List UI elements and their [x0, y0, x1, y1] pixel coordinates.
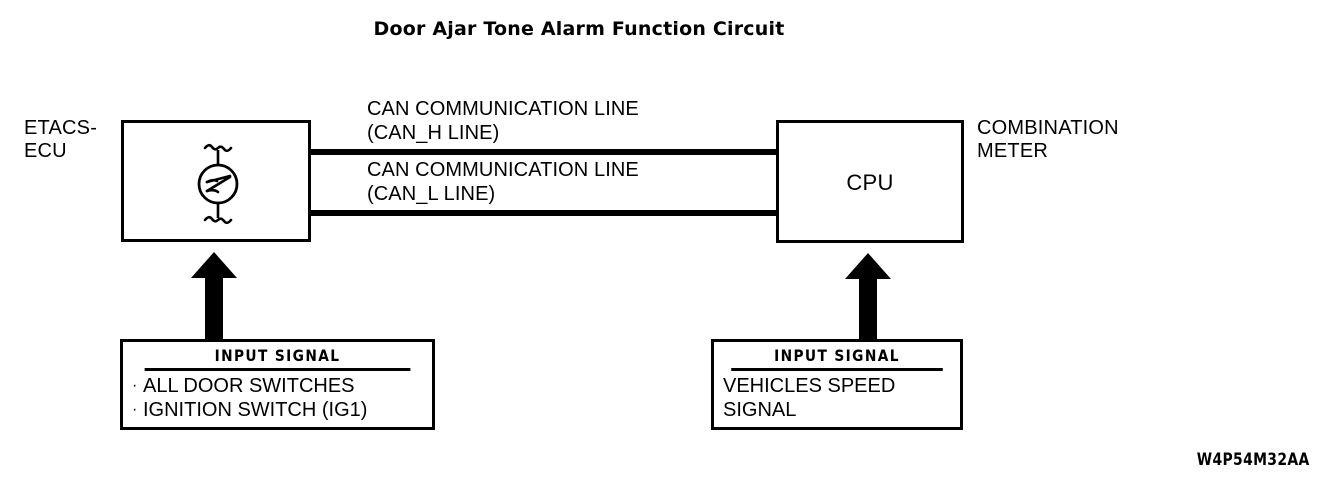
input-signal-list-right: VEHICLES SPEED SIGNAL	[714, 371, 960, 422]
can-l-line-label: CAN COMMUNICATION LINE (CAN_L LINE)	[367, 159, 639, 205]
list-item-label: VEHICLES SPEED	[723, 375, 896, 397]
input-signal-box-left: INPUT SIGNAL · ALL DOOR SWITCHES · IGNITIO…	[120, 339, 435, 430]
input-signal-header-right: INPUT SIGNAL	[731, 342, 943, 371]
etacs-ecu-label: ETACS- ECU	[24, 117, 98, 162]
can-h-line-label: CAN COMMUNICATION LINE (CAN_H LINE)	[367, 98, 639, 144]
combination-meter-box: CPU	[776, 120, 964, 243]
figure-code: W4P54M32AA	[1197, 450, 1310, 470]
list-item-label: SIGNAL	[723, 399, 797, 421]
tone-alarm-buzzer-icon	[197, 143, 239, 225]
input-signal-arrow-left-icon	[191, 252, 237, 340]
input-signal-header-left: INPUT SIGNAL	[144, 342, 411, 371]
input-signal-box-right: INPUT SIGNAL VEHICLES SPEED SIGNAL	[711, 339, 963, 430]
list-item: · ALL DOOR SWITCHES	[132, 374, 432, 398]
input-signal-arrow-right-icon	[845, 253, 891, 341]
combination-meter-label: COMBINATION METER	[977, 117, 1119, 162]
page-title: Door Ajar Tone Alarm Function Circuit	[373, 18, 785, 40]
can-h-bus-line	[309, 149, 778, 155]
input-signal-list-left: · ALL DOOR SWITCHES · IGNITION SWITCH (IG1…	[123, 371, 432, 422]
bullet-marker: ·	[132, 377, 138, 394]
cpu-label: CPU	[846, 170, 894, 195]
can-l-bus-line	[309, 210, 778, 216]
list-item-label: ALL DOOR SWITCHES	[143, 375, 355, 397]
bullet-marker: ·	[132, 401, 138, 418]
list-item-label: IGNITION SWITCH (IG1)	[143, 399, 368, 421]
etacs-ecu-box	[121, 120, 311, 242]
list-item: · IGNITION SWITCH (IG1)	[132, 398, 432, 422]
